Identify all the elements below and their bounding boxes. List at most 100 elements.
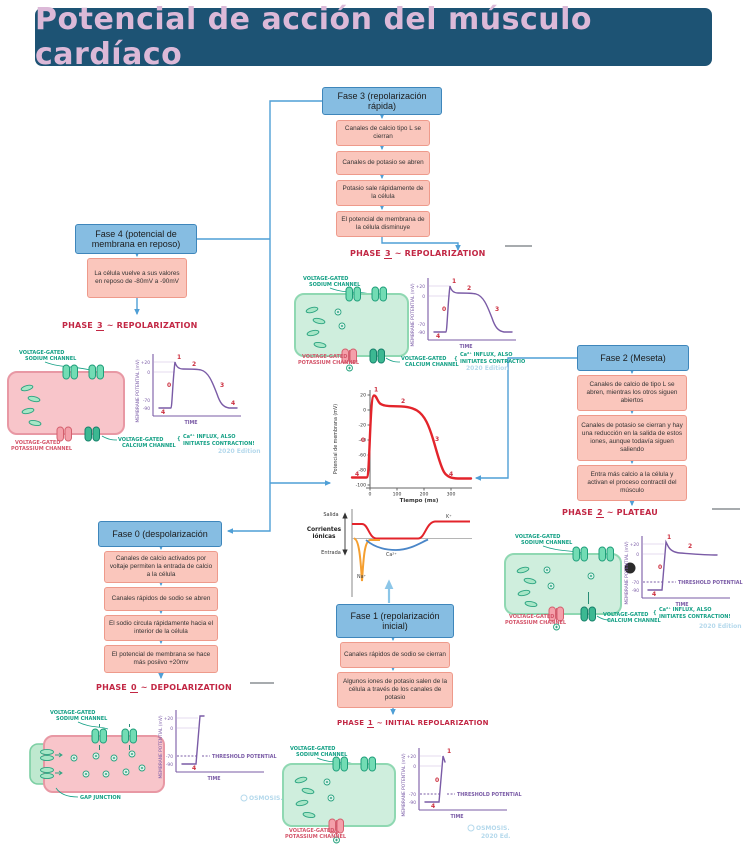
fase3-step-2[interactable]: Canales de potasio se abren xyxy=(336,151,430,175)
mini-membrane-graph-plateau: MEMBRANE POTENTIAL (mV) +20 0 -70 -90 4 … xyxy=(624,534,743,608)
currents-title-2: iónicas xyxy=(313,533,336,540)
k-current-curve xyxy=(352,520,470,540)
sodium-channel-icon xyxy=(572,546,588,562)
bracket: { xyxy=(653,610,657,616)
fase3-step-4[interactable]: El potencial de membrana de la célula di… xyxy=(336,211,430,237)
fase4-step-1[interactable]: La célula vuelve a sus valores en reposo… xyxy=(87,258,187,298)
main-phase-labels: 4 0 1 2 3 4 xyxy=(355,387,453,479)
svg-text:+20: +20 xyxy=(630,542,639,548)
svg-text:-90: -90 xyxy=(143,406,150,412)
svg-text:2: 2 xyxy=(192,361,196,368)
cardiac-cell-membrane xyxy=(43,735,165,793)
svg-text:0: 0 xyxy=(636,552,639,558)
k-current-label: K⁺ xyxy=(446,514,452,520)
calcium-channel-label: VOLTAGE-GATED xyxy=(603,612,648,618)
fase0-step-3[interactable]: El sodio circula rápidamente hacia el in… xyxy=(104,615,218,641)
sodium-channel-label: VOLTAGE-GATED xyxy=(515,534,560,540)
fase2-step-3[interactable]: Entra más calcio a la célula y activan e… xyxy=(577,465,687,501)
na-current-curve xyxy=(353,537,380,582)
mini-membrane-graph-full-ap: MEMBRANE POTENTIAL (mV) +20 0 -70 -90 4 … xyxy=(410,278,516,350)
time-label: TIME xyxy=(184,420,197,426)
fase3-step-3[interactable]: Potasio sale rápidamente de la célula xyxy=(336,180,430,206)
ionic-currents-chart: Salida Corrientes iónicas Entrada K⁺ Na⁺… xyxy=(307,509,472,597)
fase2-header[interactable]: Fase 2 (Meseta) xyxy=(577,345,689,371)
svg-text:3: 3 xyxy=(495,306,499,313)
fase1-header[interactable]: Fase 1 (repolarización inicial) xyxy=(336,604,454,638)
calcium-influx-note: Ca²⁺ INFLUX, ALSO xyxy=(183,434,236,440)
membrane-proteins xyxy=(305,306,327,349)
svg-text:SODIUM CHANNEL: SODIUM CHANNEL xyxy=(296,752,348,758)
fase0-step-2[interactable]: Canales rápidos de sodio se abren xyxy=(104,587,218,611)
svg-text:MEMBRANE POTENTIAL (mV): MEMBRANE POTENTIAL (mV) xyxy=(624,541,630,604)
fase1-step-2[interactable]: Algunos iones de potasio salen de la cél… xyxy=(337,672,453,708)
svg-text:3: 3 xyxy=(220,382,224,389)
fase4-header[interactable]: Fase 4 (potencial de membrana en reposo) xyxy=(75,224,197,254)
potassium-channel-label: VOLTAGE-GATED xyxy=(509,614,554,620)
time-label: TIME xyxy=(675,602,688,608)
salida-label: Salida xyxy=(323,512,338,518)
fase0-header[interactable]: Fase 0 (despolarización xyxy=(98,521,222,547)
ion xyxy=(338,322,346,330)
svg-text:-20: -20 xyxy=(358,423,366,429)
svg-text:CALCIUM CHANNEL: CALCIUM CHANNEL xyxy=(607,618,662,624)
fase2-step-1[interactable]: Canales de calcio de tipo L se abren, mi… xyxy=(577,375,687,411)
svg-text:MEMBRANE POTENTIAL (mV): MEMBRANE POTENTIAL (mV) xyxy=(401,753,407,816)
svg-text:300: 300 xyxy=(447,492,456,498)
fase3-header[interactable]: Fase 3 (repolarización rápida) xyxy=(322,87,442,115)
svg-text:INITIATES CONTRACTION!: INITIATES CONTRACTION! xyxy=(183,441,255,447)
svg-text:-70: -70 xyxy=(166,754,173,760)
action-potential-curve xyxy=(350,394,473,480)
stray-dashes xyxy=(250,245,740,684)
fase2-step-2[interactable]: Canales de potasio se cierran y hay una … xyxy=(577,415,687,461)
annotation-dot[interactable] xyxy=(624,562,636,574)
ion xyxy=(346,364,353,372)
main-xticks: 0 100 200 300 xyxy=(369,492,456,498)
bracket: { xyxy=(177,436,181,442)
svg-text:OSMOSIS.: OSMOSIS. xyxy=(249,795,283,802)
svg-text:2: 2 xyxy=(401,398,405,405)
watermark-edition: 2020 Edition xyxy=(699,623,742,630)
potassium-channel-label: VOLTAGE-GATED xyxy=(289,828,334,834)
fase0-step-4[interactable]: El potencial de membrana se hace más pos… xyxy=(104,645,218,673)
svg-text:1: 1 xyxy=(374,387,378,394)
svg-text:MEMBRANE POTENTIAL (mV): MEMBRANE POTENTIAL (mV) xyxy=(135,359,141,422)
phase3-left-illustration: VOLTAGE-GATED SODIUM CHANNEL VOLTAGE-GAT… xyxy=(7,350,261,455)
svg-text:-70: -70 xyxy=(143,398,150,404)
svg-text:0: 0 xyxy=(658,564,662,571)
phase0-illustration: VOLTAGE-GATED SODIUM CHANNEL xyxy=(29,710,283,802)
calcium-leader-line xyxy=(385,357,401,363)
svg-text:+20: +20 xyxy=(407,754,416,760)
svg-text:20: 20 xyxy=(360,393,366,399)
svg-text:2: 2 xyxy=(688,543,692,550)
svg-text:4: 4 xyxy=(192,765,196,772)
na-current-label: Na⁺ xyxy=(357,574,367,580)
gap-junction-icon xyxy=(40,748,63,780)
ion xyxy=(543,566,551,574)
svg-text:0: 0 xyxy=(167,382,171,389)
svg-text:SODIUM CHANNEL: SODIUM CHANNEL xyxy=(309,282,361,288)
fase1-step-1[interactable]: Canales rápidos de sodio se cierran xyxy=(340,642,450,668)
svg-text:1: 1 xyxy=(177,354,181,361)
sodium-leader-line xyxy=(77,721,109,730)
svg-text:4: 4 xyxy=(161,409,165,416)
time-label: TIME xyxy=(207,776,220,782)
fase0-step-1[interactable]: Canales de calcio activados por voltaje … xyxy=(104,551,218,583)
svg-text:200: 200 xyxy=(420,492,429,498)
svg-text:-70: -70 xyxy=(409,792,416,798)
svg-text:POTASSIUM CHANNEL: POTASSIUM CHANNEL xyxy=(298,360,360,366)
potassium-channel-icon xyxy=(328,818,344,834)
potassium-channel-icon xyxy=(548,606,564,622)
calcium-channel-icon xyxy=(369,348,385,364)
svg-text:SODIUM CHANNEL: SODIUM CHANNEL xyxy=(25,356,77,362)
sodium-channel-label: VOLTAGE-GATED xyxy=(290,746,335,752)
svg-text:0: 0 xyxy=(147,370,150,376)
calcium-channel-icon xyxy=(84,426,100,442)
svg-text:MEMBRANE POTENTIAL (mV): MEMBRANE POTENTIAL (mV) xyxy=(410,283,416,346)
svg-text:4: 4 xyxy=(231,400,235,407)
svg-text:+20: +20 xyxy=(141,360,150,366)
entrada-label: Entrada xyxy=(321,550,341,556)
fase3-step-1[interactable]: Canales de calcio tipo L se cierran xyxy=(336,120,430,146)
svg-text:POTASSIUM CHANNEL: POTASSIUM CHANNEL xyxy=(505,620,567,626)
ca-current-curve xyxy=(365,538,429,551)
